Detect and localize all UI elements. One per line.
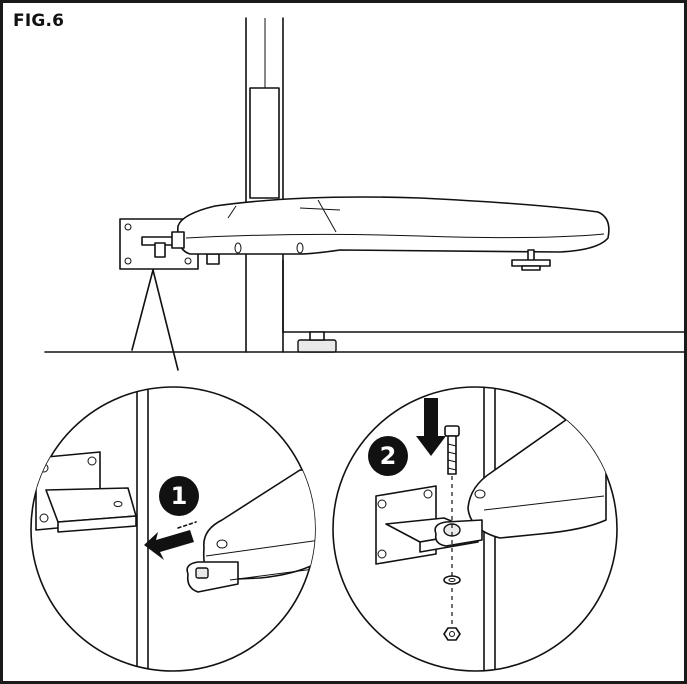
step-1-number: 1 xyxy=(171,482,188,510)
detail-circle-step-2 xyxy=(332,386,618,672)
detail-circle-step-1 xyxy=(30,386,316,672)
figure-label: FIG.6 xyxy=(13,11,65,31)
gate-stop xyxy=(297,331,337,353)
step-2-badge: 2 xyxy=(368,436,408,476)
operator-arm xyxy=(171,196,610,271)
zoom-callout-lines xyxy=(131,269,179,371)
step-2-number: 2 xyxy=(380,442,397,470)
step-1-badge: 1 xyxy=(159,476,199,516)
gate-post xyxy=(245,17,284,353)
gate-leaf xyxy=(282,259,686,333)
